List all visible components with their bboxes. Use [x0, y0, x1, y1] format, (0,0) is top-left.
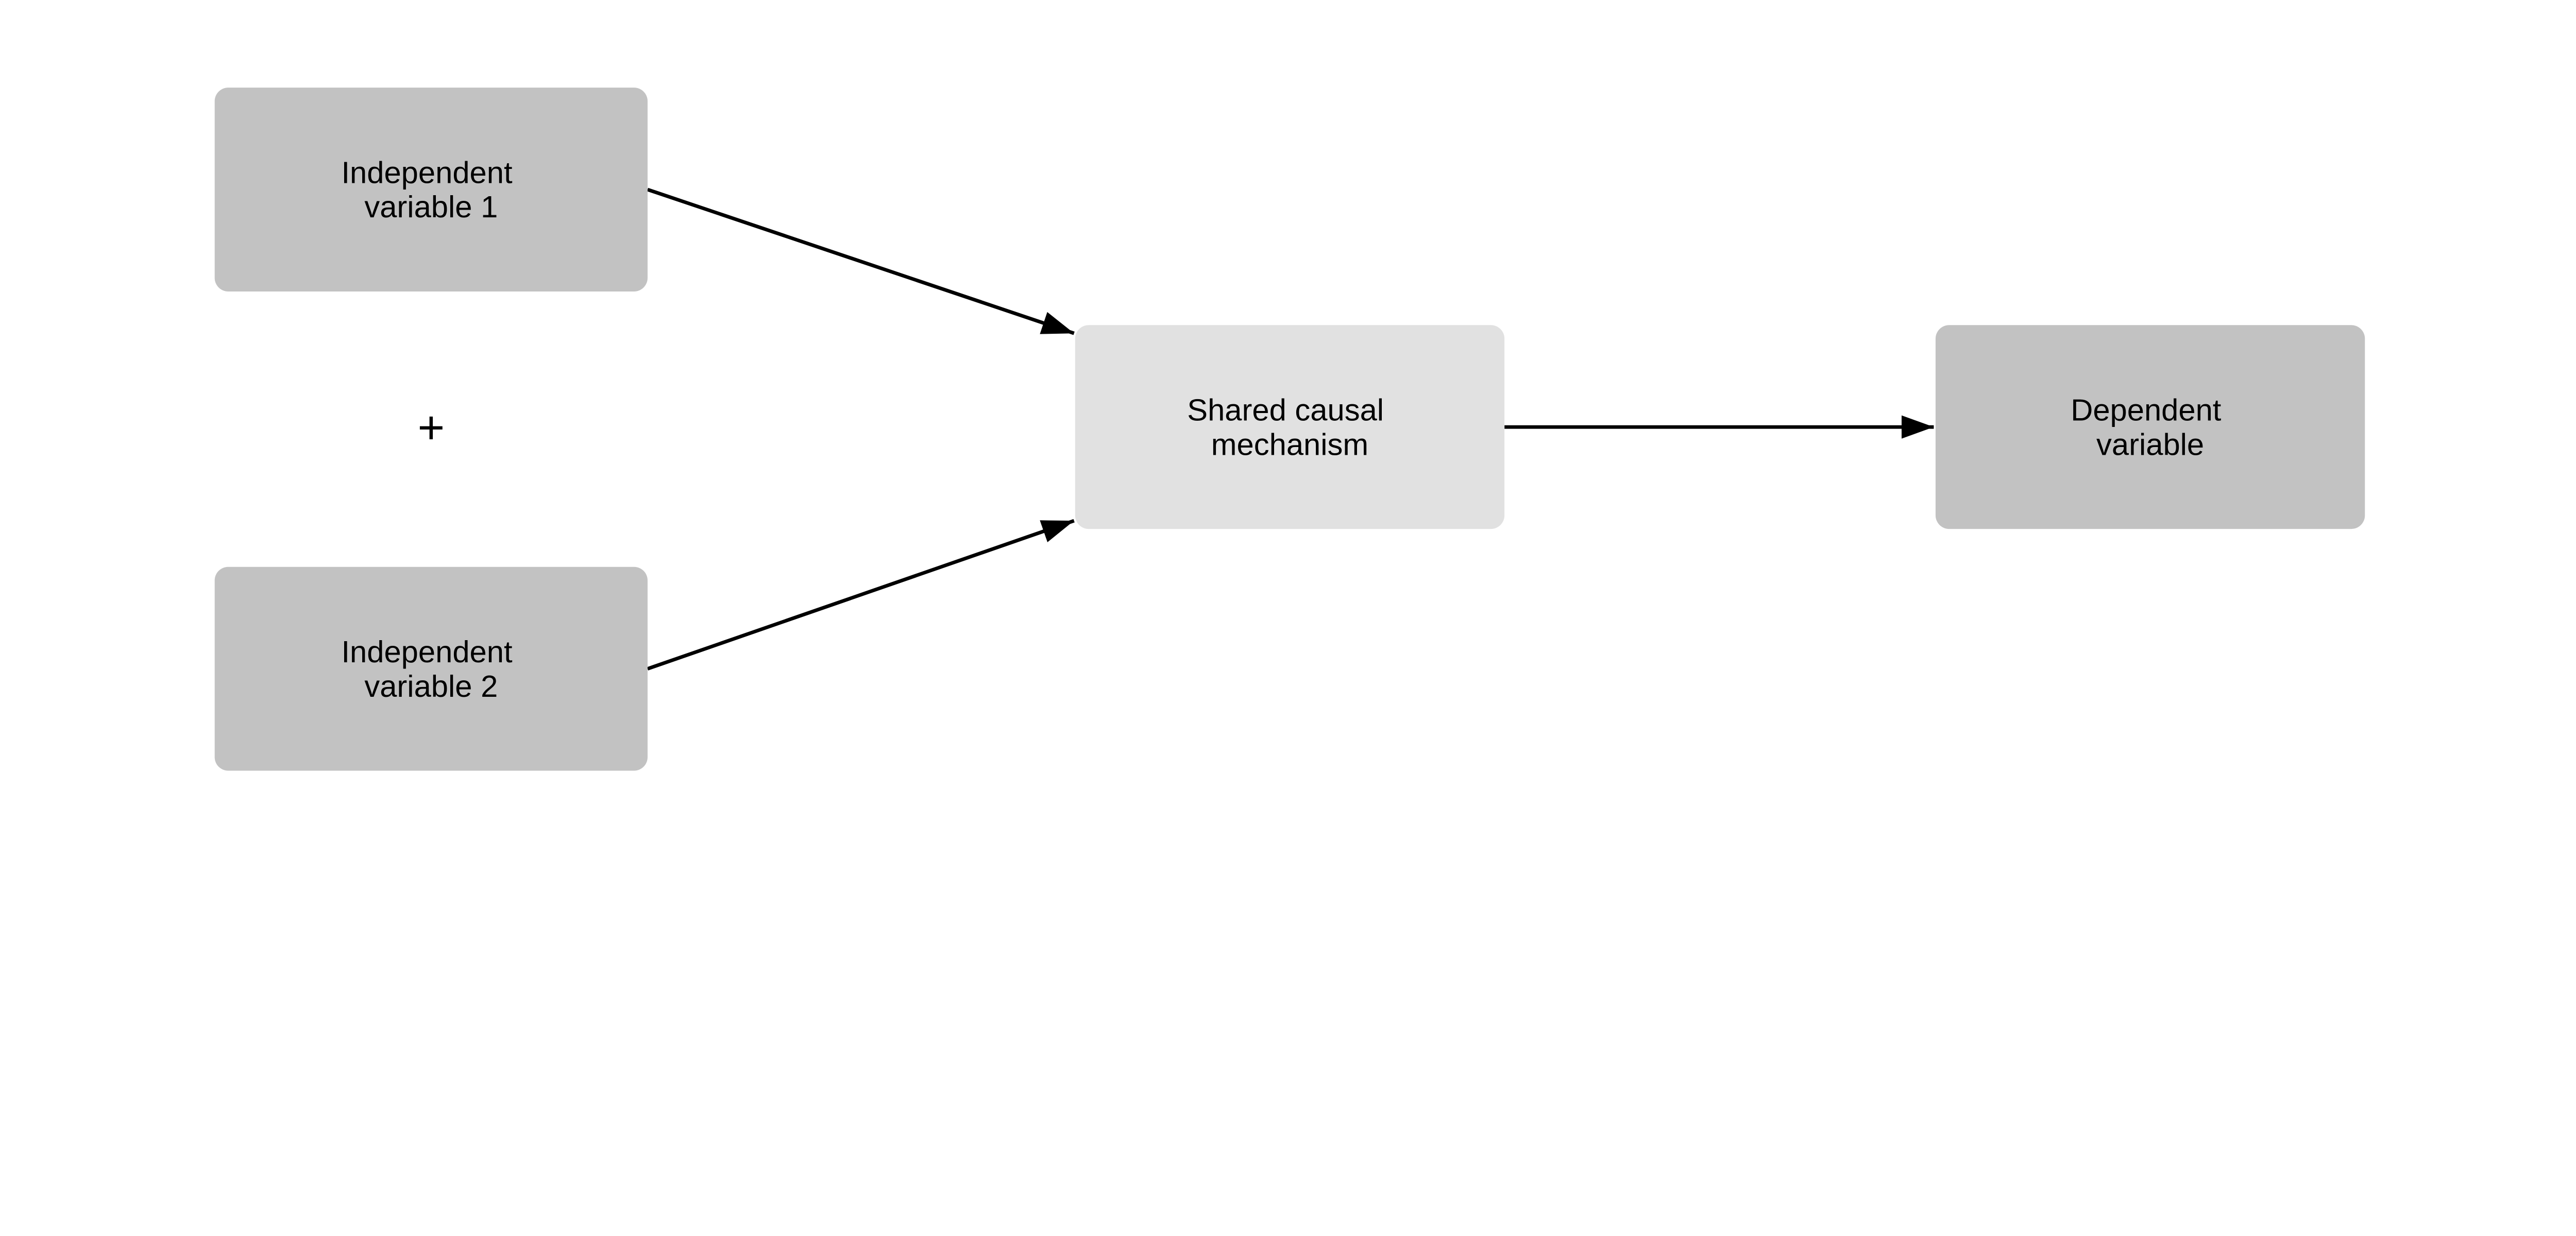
node-label-dependent-variable: Dependent variable — [2071, 393, 2230, 462]
node-label-independent-variable-1: Independent variable 1 — [341, 156, 521, 225]
node-label-line: Dependent — [2071, 393, 2222, 427]
edge-iv1-to-mechanism — [647, 187, 1075, 335]
node-box-independent-variable-1 — [214, 88, 648, 291]
node-label-line: Shared causal — [1187, 393, 1384, 427]
causal-diagram-canvas: Independent variable 1 + Independent var… — [214, 88, 2365, 771]
node-label-line: variable 1 — [364, 190, 498, 224]
node-box-shared-causal-mechanism — [1075, 325, 1505, 529]
node-box-independent-variable-2 — [214, 566, 648, 771]
edge-iv2-to-mechanism — [647, 519, 1075, 671]
causal-diagram: Independent variable 1 + Independent var… — [214, 88, 2365, 771]
node-label-line: variable 2 — [364, 669, 498, 703]
node-dependent-variable: Dependent variable — [1935, 325, 2365, 529]
node-box-dependent-variable — [1935, 325, 2365, 529]
node-label-independent-variable-2: Independent variable 2 — [341, 634, 521, 703]
plus-sign: + — [417, 402, 445, 454]
node-shared-causal-mechanism: Shared causal mechanism — [1075, 325, 1505, 529]
node-independent-variable-1: Independent variable 1 — [214, 88, 648, 291]
node-label-shared-causal-mechanism: Shared causal mechanism — [1187, 393, 1392, 462]
node-label-line: Independent — [341, 156, 513, 190]
node-label-line: variable — [2096, 427, 2204, 461]
node-label-line: Independent — [341, 634, 513, 669]
node-independent-variable-2: Independent variable 2 — [214, 566, 648, 771]
node-label-line: mechanism — [1211, 427, 1368, 461]
